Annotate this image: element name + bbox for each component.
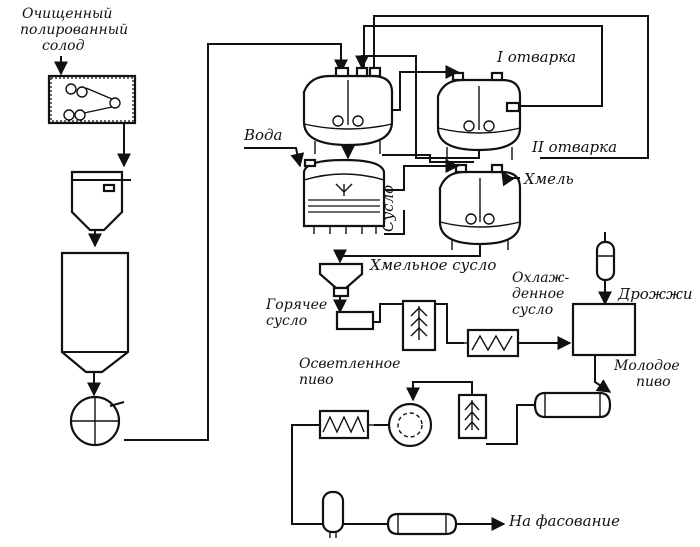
- malt-bunker: [60, 251, 130, 374]
- label-cooled-wort-line2: денное: [512, 286, 564, 302]
- label-hopped-wort: Хмельное сусло: [369, 256, 496, 274]
- label-decoction-2: II отварка: [531, 138, 617, 156]
- pipe-decoction-1-return: [355, 55, 480, 159]
- pipe-filter-to-pump: [406, 381, 473, 402]
- lagering-tank: [533, 391, 612, 419]
- pipe-outer-loop: [363, 25, 603, 107]
- label-clarified-beer-line1: Осветленное: [299, 356, 400, 372]
- label-young-beer-line2: пиво: [636, 374, 671, 390]
- beer-centrifuge: [387, 402, 433, 448]
- hop-separator: [318, 262, 364, 298]
- decoction-vessel-1: [436, 71, 522, 160]
- fermentation-tank: [571, 302, 637, 357]
- pipe-crusher-to-mash-tun: [124, 43, 348, 441]
- pipe-hops-in: [501, 170, 520, 187]
- label-to-packaging: На фасование: [508, 512, 620, 530]
- pipe-top-long-loop: [373, 15, 649, 159]
- label-clarified-beer-line2: пиво: [299, 372, 334, 388]
- final-filter-tank: [386, 512, 458, 536]
- label-decoction-1: I отварка: [496, 48, 576, 66]
- label-hops: Хмель: [523, 170, 574, 188]
- bright-beer-tank: [321, 490, 345, 538]
- label-young-beer-line1: Молодое: [613, 358, 680, 374]
- beer-heat-exchanger: [318, 409, 374, 440]
- mash-tun: [302, 66, 394, 154]
- malt-hopper: [70, 170, 131, 232]
- pipe-fermenter-to-lagering: [594, 355, 612, 393]
- lauter-tun: [302, 158, 386, 234]
- label-malt-line2: полированный: [20, 22, 128, 38]
- label-malt-line3: солод: [42, 38, 85, 54]
- pipe-kettle-to-separator: [333, 244, 481, 264]
- hot-wort-tank: [335, 310, 375, 331]
- pipe-mash-to-decoction-1: [392, 65, 460, 111]
- label-yeast: Дрожжи: [617, 285, 693, 303]
- label-cooled-wort-line1: Охлаж-: [512, 270, 570, 286]
- malt-crusher: [69, 395, 125, 447]
- pipe-exchanger-to-bottling: [291, 424, 322, 525]
- pipe-lauter-to-kettle: [384, 159, 460, 191]
- label-malt-line1: Очищенный: [22, 6, 112, 22]
- yeast-propagator: [595, 232, 616, 282]
- pipe-tank-to-clarifier: [373, 303, 403, 323]
- pipe-clarifier-to-cooler: [435, 303, 464, 344]
- pipe-water-in: [244, 147, 305, 168]
- label-cooled-wort-line3: сусло: [512, 302, 553, 318]
- label-water: Вода: [243, 126, 283, 144]
- label-hot-wort-line1: Горячее: [265, 297, 327, 313]
- malt-cleaning-machine: [47, 56, 137, 125]
- beer-filter: [457, 393, 488, 440]
- pipe-lauter-bottom: [384, 210, 405, 235]
- wort-clarifier: [401, 299, 437, 352]
- wort-cooler: [464, 328, 520, 358]
- label-hot-wort-line2: сусло: [266, 313, 307, 329]
- pipe-lagering-to-filter: [486, 404, 535, 445]
